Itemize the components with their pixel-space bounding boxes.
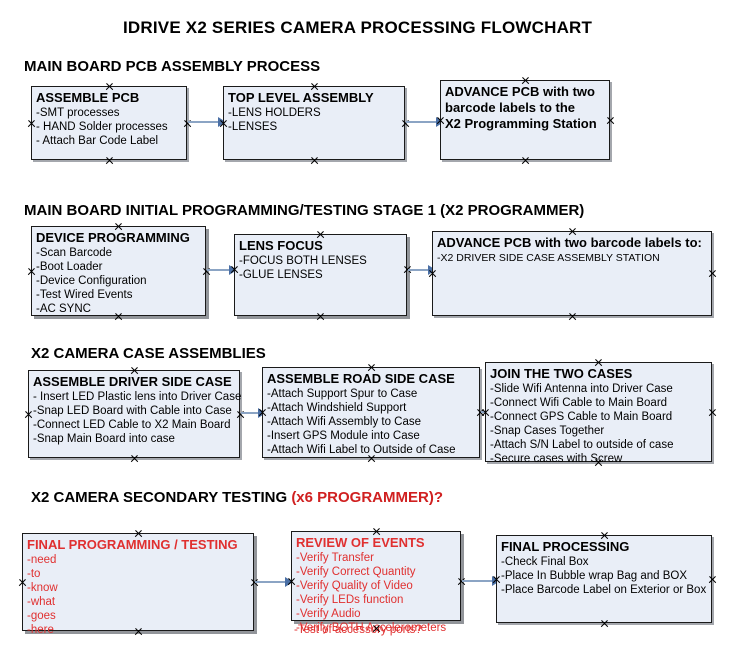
node-line: -here [27, 624, 54, 636]
node-line: -Check Final Box [501, 556, 589, 568]
node-line: -what [27, 596, 56, 608]
node-line: -Connect LED Cable to X2 Main Board [33, 419, 231, 431]
connector-arrowhead [285, 577, 293, 587]
connector-arrow [207, 269, 231, 271]
section-heading-2: MAIN BOARD INITIAL PROGRAMMING/TESTING S… [24, 202, 585, 219]
node-title: ADVANCE PCB with two [445, 84, 595, 99]
node-line: -Verify Transfer [296, 552, 374, 564]
node-line: -Scan Barcode [36, 247, 113, 259]
node-title: FINAL PROCESSING [501, 539, 630, 554]
node-line: -goes [27, 610, 56, 622]
node-line: - Attach Bar Code Label [36, 135, 159, 147]
node-line: -Snap LED Board with Cable into Case [33, 405, 232, 417]
node-title: REVIEW OF EVENTS [296, 535, 425, 550]
node-line: -AC SYNC [36, 303, 91, 315]
node-top-level-assembly[interactable]: TOP LEVEL ASSEMBLY -LENS HOLDERS -LENSES [223, 86, 405, 160]
node-assemble-driver-side-case[interactable]: ASSEMBLE DRIVER SIDE CASE - Insert LED P… [28, 370, 242, 458]
node-title: DEVICE PROGRAMMING [36, 230, 190, 245]
node-line: -Boot Loader [36, 261, 103, 273]
section-heading-4-text: X2 CAMERA SECONDARY TESTING [31, 489, 292, 506]
node-advance-pcb-station[interactable]: ADVANCE PCB with two barcode labels to t… [440, 80, 610, 160]
connector-arrow [406, 121, 438, 123]
node-line: -LENS HOLDERS [228, 107, 321, 119]
node-final-programming-testing[interactable]: FINAL PROGRAMMING / TESTING -need -to -k… [22, 533, 254, 636]
node-line: -GLUE LENSES [239, 269, 323, 281]
connector-arrow [255, 581, 287, 583]
node-line: barcode labels to the [445, 100, 576, 115]
node-line: -Insert GPS Module into Case [267, 430, 420, 442]
node-line: -Test Wired Events [36, 289, 133, 301]
node-line: -X2 DRIVER SIDE CASE ASSEMBLY STATION [437, 252, 660, 264]
node-line: -need [27, 554, 57, 566]
node-title: LENS FOCUS [239, 238, 323, 253]
node-title: ADVANCE PCB with two barcode labels to: [437, 235, 702, 250]
connector-arrow [408, 269, 430, 271]
node-line: -Verify Quality of Video [296, 580, 413, 592]
node-device-programming[interactable]: DEVICE PROGRAMMING -Scan Barcode -Boot L… [31, 226, 206, 316]
node-line: -Place In Bubble wrap Bag and BOX [501, 570, 688, 582]
node-line: -Attach S/N Label to outside of case [490, 439, 674, 451]
node-line: -Connect GPS Cable to Main Board [490, 411, 673, 423]
node-assemble-road-side-case[interactable]: ASSEMBLE ROAD SIDE CASE -Attach Support … [262, 367, 480, 458]
node-lens-focus[interactable]: LENS FOCUS -FOCUS BOTH LENSES -GLUE LENS… [234, 234, 407, 316]
node-line: -Snap Cases Together [490, 425, 605, 437]
node-title: ASSEMBLE DRIVER SIDE CASE [33, 374, 232, 389]
section-heading-4: X2 CAMERA SECONDARY TESTING (x6 PROGRAMM… [31, 489, 443, 506]
connector-arrowhead [229, 265, 237, 275]
node-line: -Place Barcode Label on Exterior or Box [501, 584, 707, 596]
node-line: -know [27, 582, 58, 594]
node-line: -Verify BOTH Accelerometers [296, 622, 447, 634]
node-title: JOIN THE TWO CASES [490, 366, 633, 381]
node-line: -to [27, 568, 41, 580]
node-overflow-line: -Test of accessory ports? [294, 624, 422, 636]
node-line: -LENSES [228, 121, 278, 133]
node-line: -Attach Support Spur to Case [267, 388, 418, 400]
node-line: - Insert LED Plastic lens into Driver Ca… [33, 391, 242, 403]
node-advance-pcb-driver-station[interactable]: ADVANCE PCB with two barcode labels to: … [432, 231, 712, 316]
node-join-the-two-cases[interactable]: JOIN THE TWO CASES -Slide Wifi Antenna i… [485, 362, 712, 465]
node-line: -Snap Main Board into case [33, 433, 175, 445]
node-line: -Slide Wifi Antenna into Driver Case [490, 383, 673, 395]
node-line: -Verify Audio [296, 608, 361, 620]
node-assemble-pcb[interactable]: ASSEMBLE PCB -SMT processes - HAND Solde… [31, 86, 187, 160]
section-heading-3: X2 CAMERA CASE ASSEMBLIES [31, 345, 266, 362]
section-heading-1: MAIN BOARD PCB ASSEMBLY PROCESS [24, 58, 321, 75]
section-heading-4-accent: (x6 PROGRAMMER)? [291, 489, 443, 506]
node-line: -Verify LEDs function [296, 594, 404, 606]
node-line: -Connect Wifi Cable to Main Board [490, 397, 668, 409]
node-line: -Device Configuration [36, 275, 147, 287]
connector-arrow [462, 580, 494, 582]
connector-arrow [241, 412, 260, 414]
connector-arrowhead [218, 117, 226, 127]
node-line: -Attach Wifi Assembly to Case [267, 416, 422, 428]
node-line: X2 Programming Station [445, 116, 597, 131]
node-line: -Attach Wifi Label to Outside of Case [267, 444, 456, 456]
node-title: TOP LEVEL ASSEMBLY [228, 90, 374, 105]
page-title: IDRIVE X2 SERIES CAMERA PROCESSING FLOWC… [123, 18, 593, 37]
node-line: -Secure cases with Screw [490, 453, 623, 465]
node-final-processing[interactable]: FINAL PROCESSING -Check Final Box -Place… [496, 535, 712, 623]
node-line: - HAND Solder processes [36, 121, 168, 133]
node-title: FINAL PROGRAMMING / TESTING [27, 537, 238, 552]
node-line: -Verify Correct Quantity [296, 566, 416, 578]
node-line: -SMT processes [36, 107, 120, 119]
node-review-of-events[interactable]: REVIEW OF EVENTS -Verify Transfer -Verif… [291, 531, 461, 634]
node-line: -FOCUS BOTH LENSES [239, 255, 367, 267]
connector-arrow [188, 121, 220, 123]
node-line: -Attach Windshield Support [267, 402, 407, 414]
node-title: ASSEMBLE PCB [36, 90, 140, 105]
node-title: ASSEMBLE ROAD SIDE CASE [267, 371, 455, 386]
